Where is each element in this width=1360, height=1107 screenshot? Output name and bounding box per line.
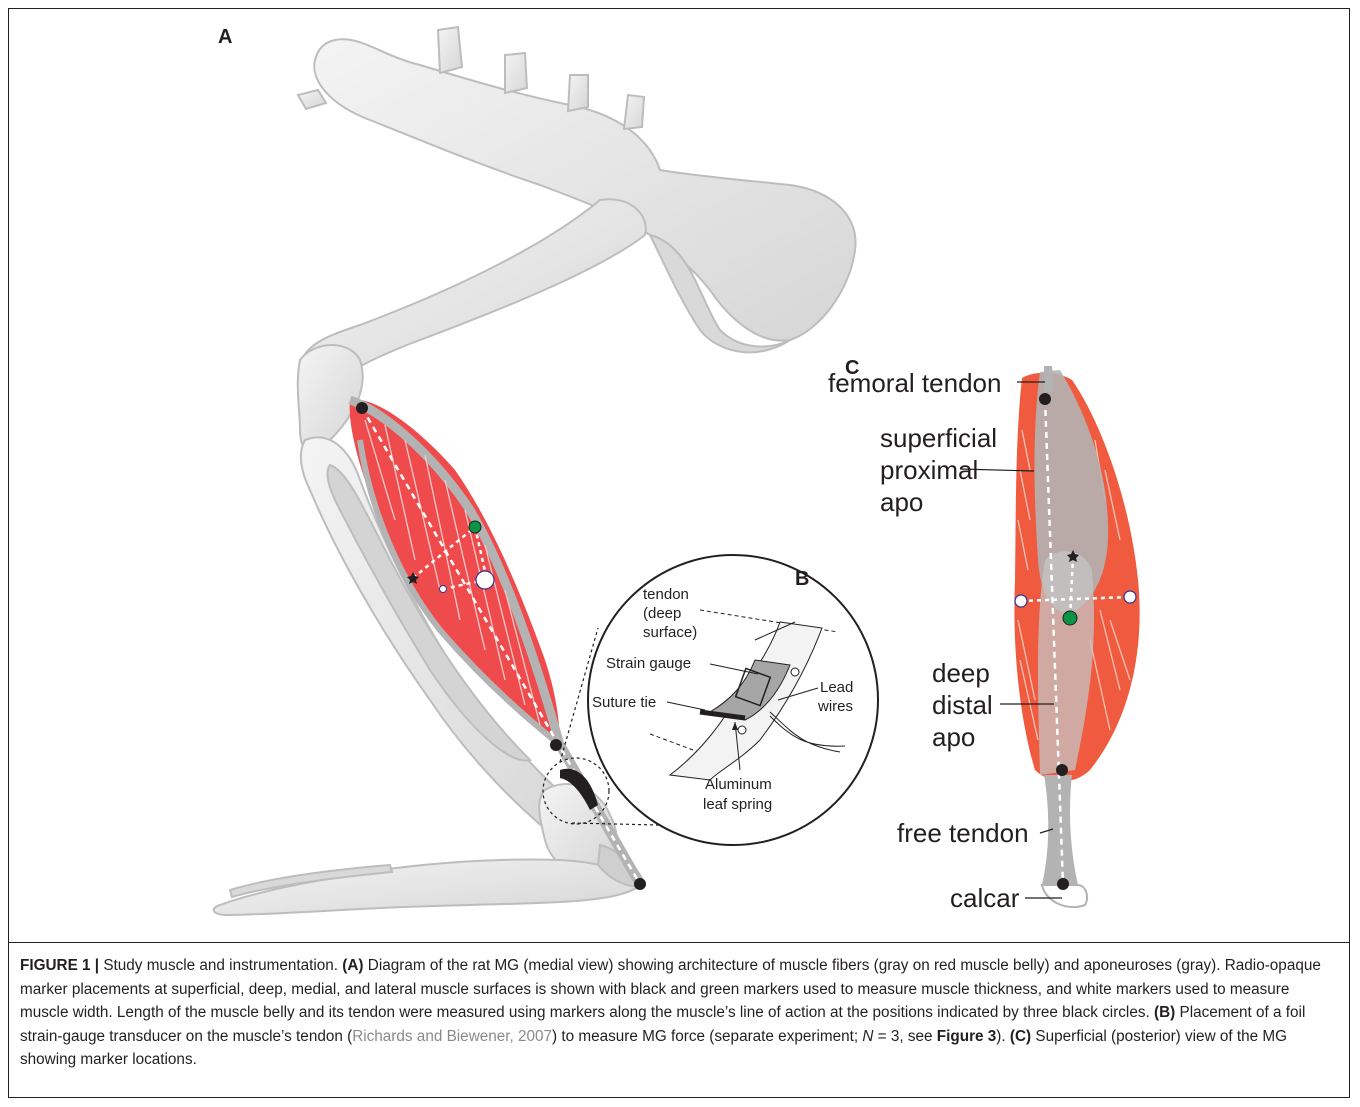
label-strain-gauge: Strain gauge [606,654,691,673]
caption-text: Study muscle and instrumentation. [99,957,342,974]
caption-ref-c: (C) [1010,1028,1031,1045]
label-apo-proximal: apo [880,486,923,518]
marker-white-small [440,586,447,593]
figure-caption: FIGURE 1 | Study muscle and instrumentat… [20,954,1340,1072]
label-tendon: tendon [643,585,689,604]
label-proximal: proximal [880,454,978,486]
caption-n-variable: N [862,1028,873,1045]
caption-figure-label: FIGURE 1 | [20,957,99,974]
marker-black [1057,878,1069,890]
citation-link[interactable]: Richards and Biewener, 2007 [352,1028,552,1045]
vertebra-process [298,90,326,109]
label-free-tendon: free tendon [897,817,1029,849]
marker-black [1056,764,1068,776]
marker-green [1063,611,1077,625]
label-aluminum: Aluminum [705,775,772,794]
label-wires: wires [818,697,853,716]
caption-text: ). [996,1028,1010,1045]
label-calcar: calcar [950,882,1019,914]
marker-black [634,878,646,890]
caption-text: ) to measure MG force (separate experime… [552,1028,862,1045]
caption-ref-a: (A) [342,957,363,974]
label-suture-tie: Suture tie [592,693,656,712]
vertebra-process [624,95,644,129]
vertebra-process [438,27,462,73]
caption-divider [9,942,1349,943]
vertebra-process [505,53,527,93]
label-deep: (deep [643,604,681,623]
caption-ref-b: (B) [1154,1004,1175,1021]
panel-label-b: B [795,568,809,591]
vertebra-process [568,75,588,111]
marker-white-large [476,571,494,589]
marker-black [550,739,562,751]
marker-white [1015,595,1027,607]
marker-white [1124,591,1136,603]
caption-text: = 3, see [873,1028,936,1045]
label-lead: Lead [820,678,853,697]
marker-green [469,521,481,533]
figure-artwork [0,0,1360,942]
label-femoral-tendon: femoral tendon [828,367,1001,399]
femoral-tendon-c [1044,366,1054,392]
label-leaf-spring: leaf spring [703,795,772,814]
figure-3-link[interactable]: Figure 3 [937,1028,997,1045]
marker-black [1039,393,1051,405]
label-superficial: superficial [880,422,997,454]
label-deep: deep [932,657,990,689]
label-surface: surface) [643,623,697,642]
label-apo-distal: apo [932,721,975,753]
marker-black [356,402,368,414]
label-distal: distal [932,689,993,721]
panel-label-a: A [218,26,232,49]
